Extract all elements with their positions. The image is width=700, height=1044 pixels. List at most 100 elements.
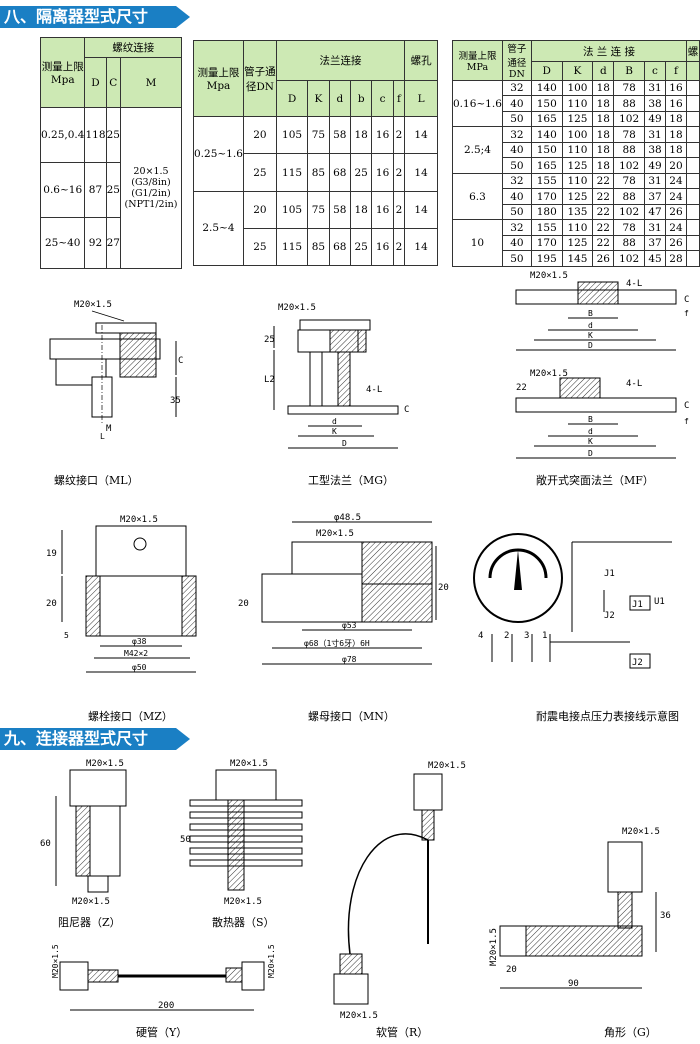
mf-dim-D: D xyxy=(588,341,593,350)
wiring-caption: 耐震电接点压力表接线示意图 xyxy=(536,710,679,723)
mg-dim-D: D xyxy=(342,439,347,448)
table-cell-clipped xyxy=(686,234,700,252)
table-cell: 88 xyxy=(613,188,646,205)
table-cell: 18 xyxy=(592,95,615,112)
section-8-title: 八、隔离器型式尺寸 xyxy=(0,6,190,28)
mg-drawing: M20×1.5 25 L2 4-L C d K D xyxy=(264,303,409,449)
table-cell: 20 xyxy=(242,116,277,155)
y-drawing: M20×1.5 M20×1.5 200 xyxy=(51,944,276,1011)
mg-caption: 工型法兰（MG） xyxy=(308,474,395,487)
cell-range: 0.6~16 xyxy=(39,162,86,218)
table-cell-clipped xyxy=(686,250,700,267)
wiring-terminal-4: 4 xyxy=(478,631,483,641)
table-cell: 18 xyxy=(664,110,688,128)
table-cell: 125 xyxy=(561,188,594,205)
table-cell: 32 xyxy=(501,172,532,190)
table-cell: 40 xyxy=(501,234,532,252)
mn-dim-20-left: 20 xyxy=(238,599,249,609)
mf-dim-d-2: d xyxy=(588,427,593,436)
cell-c: 27 xyxy=(105,217,122,269)
table-cell: 37 xyxy=(644,188,666,205)
cell-range: 0.16~1.6 xyxy=(452,79,503,128)
table-row: 0.25,0.4 118 25 20×1.5 (G3/8in) (G1/2in)… xyxy=(39,107,182,269)
cell-range: 25~40 xyxy=(39,217,86,269)
table-cell: 78 xyxy=(613,219,646,236)
header-col: f xyxy=(392,80,406,118)
table-row: 25~40 92 27 xyxy=(39,217,182,269)
mz-caption: 螺栓接口（MZ） xyxy=(88,710,173,723)
table-cell: 31 xyxy=(644,219,666,236)
mf-dim-b-2: B xyxy=(588,415,593,424)
table-cell: 16 xyxy=(371,116,394,155)
header-c: C xyxy=(105,57,122,108)
table-cell: 18 xyxy=(349,116,373,155)
table-cell: 2 xyxy=(392,227,406,267)
mf-dim-f-2: f xyxy=(684,417,689,426)
header-group: 法兰连接 xyxy=(275,39,406,82)
ml-caption: 螺纹接口（ML） xyxy=(54,474,139,487)
table-cell: 155 xyxy=(530,219,563,236)
table-cell: 20 xyxy=(242,190,277,229)
s-drawing: M20×1.5 50 M20×1.5 xyxy=(180,759,303,906)
table-cell: 16 xyxy=(371,227,394,267)
table-cell: 115 xyxy=(275,153,309,192)
g-caption: 角形（G） xyxy=(604,1026,657,1039)
table-cell: 40 xyxy=(501,95,532,112)
table-cell: 25 xyxy=(349,153,373,192)
cell-range: 2.5~4 xyxy=(193,190,244,267)
table-row: 0.6~16 87 25 xyxy=(39,162,182,218)
table-cell: 50 xyxy=(501,250,532,267)
mg-dim-d: d xyxy=(332,417,337,426)
table-cell: 88 xyxy=(613,141,646,159)
table-cell: 49 xyxy=(644,110,666,128)
mf-dim-c-2: C xyxy=(684,401,689,411)
table-cell-clipped xyxy=(686,219,700,236)
cell-m: 20×1.5 (G3/8in) (G1/2in) (NPT1/2in) xyxy=(120,107,182,269)
table-cell: 20 xyxy=(664,157,688,174)
header-col: B xyxy=(613,61,646,81)
table-cell: 110 xyxy=(561,141,594,159)
table-cell: 26 xyxy=(664,203,688,221)
z-caption: 阻尼器（Z） xyxy=(58,916,121,929)
g-m2-label: M20×1.5 xyxy=(489,928,499,966)
table-cell: 14 xyxy=(404,153,438,192)
table-cell: 100 xyxy=(561,79,594,97)
header-d: D xyxy=(84,57,107,108)
y-m-label: M20×1.5 xyxy=(51,944,60,978)
mz-dim-19: 19 xyxy=(46,549,57,559)
y-dim-200: 200 xyxy=(158,1001,174,1011)
table-cell: 16 xyxy=(371,153,394,192)
mf-dim-22: 22 xyxy=(516,383,527,393)
cell-range: 0.25~1.6 xyxy=(193,116,244,192)
table-cell: 2 xyxy=(392,190,406,229)
wiring-u1: U1 xyxy=(654,597,665,607)
table-cell: 26 xyxy=(592,250,615,267)
mn-m-label: M20×1.5 xyxy=(316,529,354,539)
header-group: 法 兰 连 接 xyxy=(530,39,688,63)
table-cell: 78 xyxy=(613,79,646,97)
mn-dim-20-right: 20 xyxy=(438,583,449,593)
mn-dim-485: φ48.5 xyxy=(334,513,361,523)
ml-dim-l: L xyxy=(100,432,105,441)
z-m2-label: M20×1.5 xyxy=(72,897,110,906)
header-dn: 管子通径DN xyxy=(242,39,277,118)
ml-m-label: M20×1.5 xyxy=(74,300,112,310)
table-cell: 18 xyxy=(592,141,615,159)
table-cell: 145 xyxy=(561,250,594,267)
table-cell: 78 xyxy=(613,172,646,190)
section-9-title: 九、连接器型式尺寸 xyxy=(0,728,190,750)
table-cell: 40 xyxy=(501,141,532,159)
table-cell: 38 xyxy=(644,95,666,112)
mg-dim-c: C xyxy=(404,405,409,415)
z-dim-60: 60 xyxy=(40,839,51,849)
table-cell: 16 xyxy=(664,95,688,112)
cell-range: 6.3 xyxy=(452,172,503,221)
ml-dim-m: M xyxy=(106,424,112,434)
header-dn: 管子通径DN xyxy=(501,40,532,81)
table-cell: 110 xyxy=(561,219,594,236)
